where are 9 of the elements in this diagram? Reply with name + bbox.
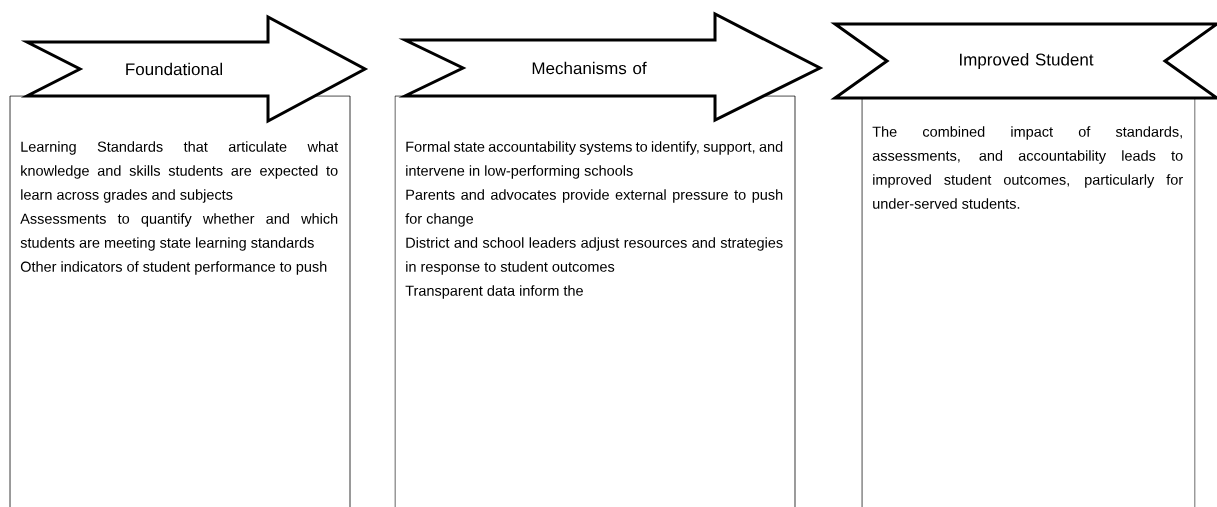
body-text: Assessments to quantify whether and which students are meeting state learning standards	[20, 213, 338, 251]
body-text: Other indicators of student performance to push	[20, 261, 327, 275]
body-text: Parents and advocates provide external pressure to push for change	[405, 189, 783, 227]
body-text: Transparent data inform the	[405, 285, 583, 299]
body-text: Formal state accountability systems to identify, support, and intervene in low-performing schools	[406, 141, 783, 179]
body-text: District and school leaders adjust resources and strategies in response to student outcomes	[406, 237, 783, 275]
text-column-box	[861, 97, 1196, 507]
body-text: The combined impact of standards, assessments, and accountability leads to improved student outcomes, particularly for under-served students.	[872, 126, 1183, 209]
body-text: Learning Standards that articulate what knowledge and skills students are expected to learn across grades and subjects	[21, 141, 339, 203]
